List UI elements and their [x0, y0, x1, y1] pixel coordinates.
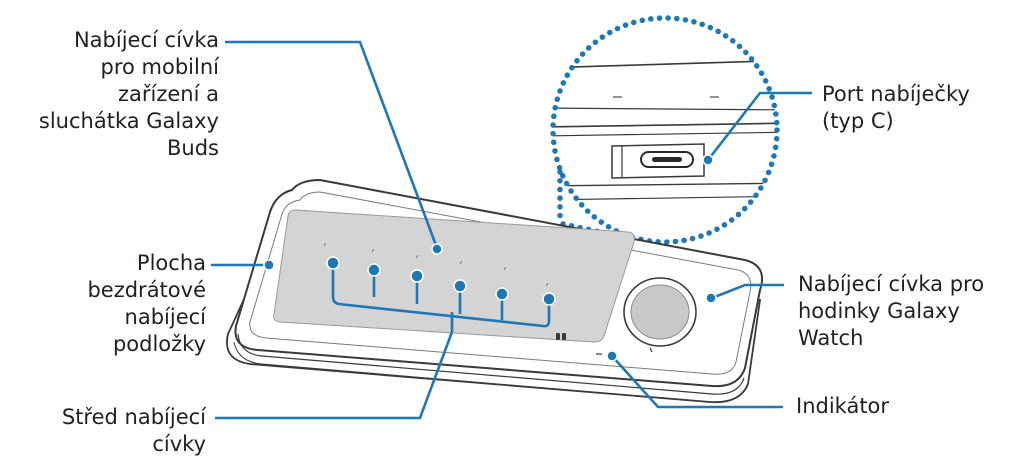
- callout-dot-watch-coil: [705, 292, 717, 304]
- callout-dot-port: [702, 154, 714, 166]
- coil-tick-marks: [323, 242, 549, 287]
- charging-pad: [226, 178, 764, 404]
- callout-port: [706, 91, 812, 161]
- callout-dot-indicator: [606, 350, 618, 362]
- callout-coil-centers: [326, 256, 556, 332]
- label-coil-mobile-buds: Nabíjecí cívka pro mobilní zařízení a sl…: [38, 28, 219, 160]
- label-indicator: Indikátor: [796, 394, 890, 418]
- callout-dot-pad-surface: [263, 259, 275, 271]
- callout-watch-coil: [711, 283, 784, 300]
- label-charger-port: Port nabíječky (typ C): [822, 82, 970, 133]
- label-pad-surface: Plocha bezdrátové nabíjecí podložky: [87, 251, 206, 356]
- port-zoom-detail: [550, 15, 780, 245]
- callout-coil-mobile: [225, 40, 439, 249]
- callout-lines: [211, 40, 812, 420]
- label-coil-center: Střed nabíjecí cívky: [61, 405, 206, 456]
- watch-coil: [630, 284, 690, 340]
- callout-coil-center: [215, 331, 454, 420]
- callout-indicator: [611, 355, 783, 409]
- label-watch-coil: Nabíjecí cívka pro hodinky Galaxy Watch: [798, 272, 985, 350]
- logo-mark: [556, 333, 566, 340]
- callout-dot-coil-mobile: [431, 243, 443, 255]
